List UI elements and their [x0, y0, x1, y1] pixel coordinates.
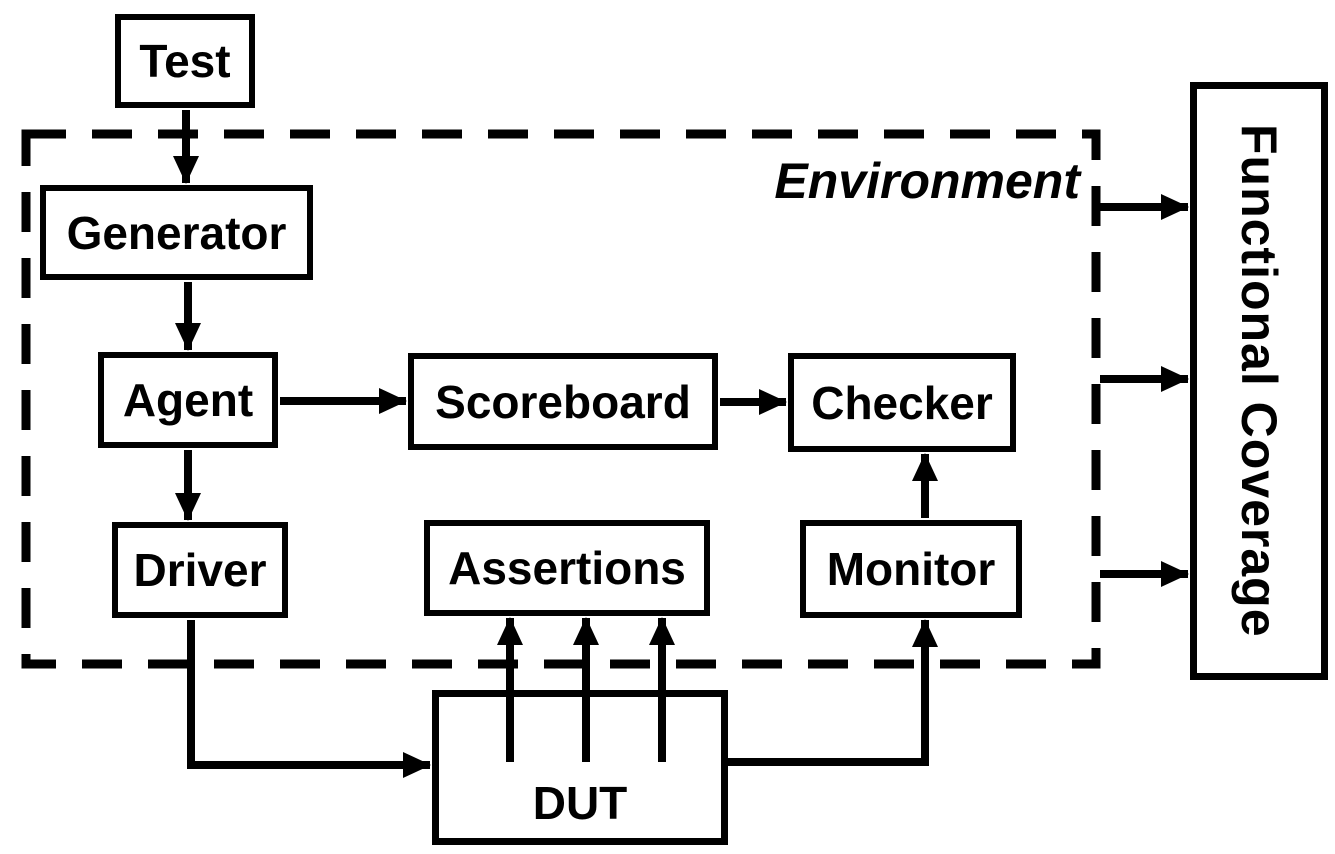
node-driver-label: Driver	[133, 544, 267, 596]
environment-label: Environment	[774, 153, 1080, 209]
arrow-driver-to-dut	[187, 620, 431, 778]
node-test: Test	[115, 14, 255, 108]
arrow-dut-to-monitor	[728, 619, 938, 766]
node-monitor: Monitor	[800, 520, 1022, 618]
node-agent: Agent	[98, 352, 278, 448]
node-scoreboard-label: Scoreboard	[435, 375, 691, 428]
node-test-label: Test	[139, 35, 231, 87]
node-assertions-label: Assertions	[448, 542, 686, 594]
node-functional-coverage: Functional Coverage	[1190, 82, 1328, 680]
node-checker-label: Checker	[811, 376, 993, 429]
node-driver: Driver	[112, 522, 288, 618]
node-checker: Checker	[788, 353, 1016, 452]
node-scoreboard: Scoreboard	[408, 353, 718, 450]
node-generator-label: Generator	[66, 206, 287, 259]
node-functional-coverage-label: Functional Coverage	[1231, 124, 1287, 638]
node-dut: DUT	[432, 690, 728, 845]
node-dut-label: DUT	[532, 777, 628, 829]
node-generator: Generator	[40, 185, 313, 280]
node-assertions: Assertions	[424, 520, 710, 616]
node-agent-label: Agent	[122, 374, 254, 426]
node-monitor-label: Monitor	[826, 543, 996, 595]
